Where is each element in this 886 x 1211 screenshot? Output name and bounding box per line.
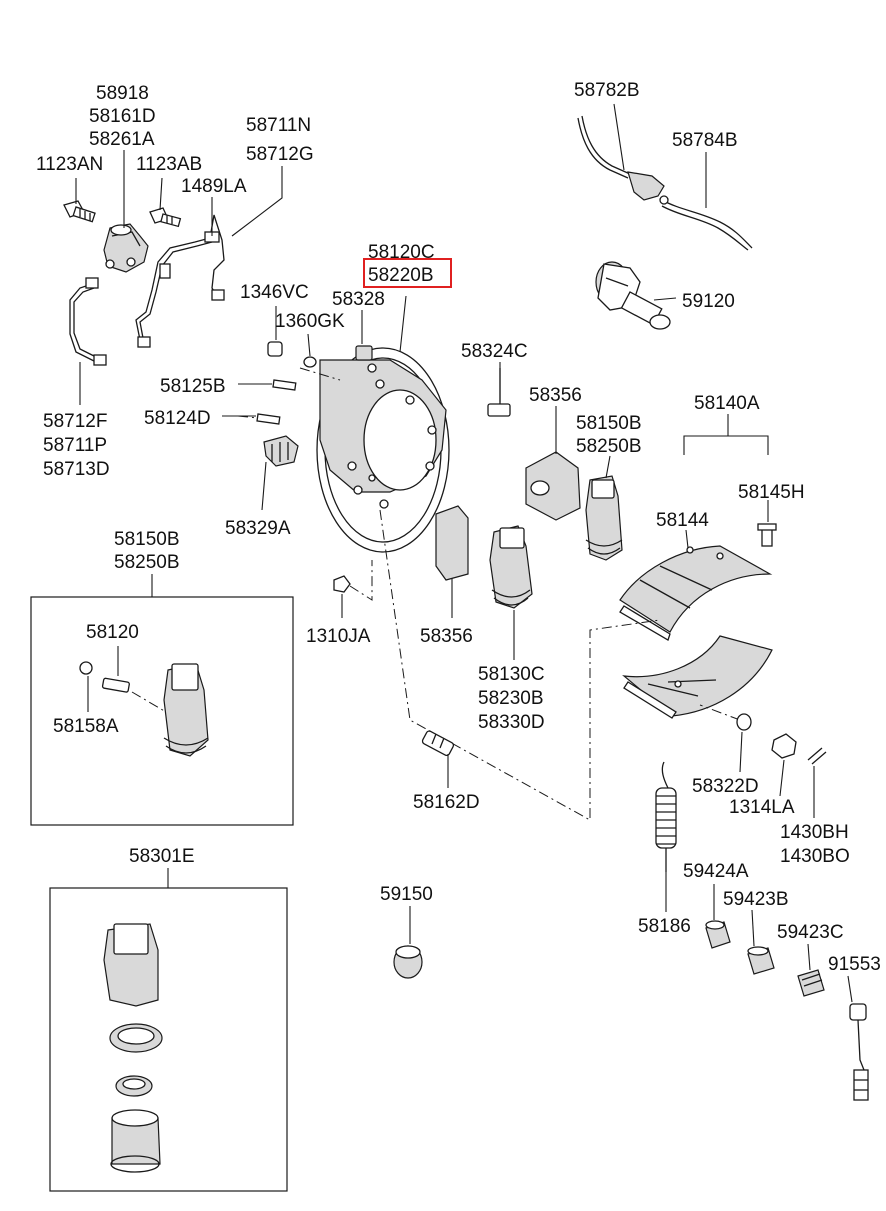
label-59424A[interactable]: 59424A: [683, 861, 749, 882]
bushing-59423C-part[interactable]: [797, 969, 825, 997]
label-58162D[interactable]: 58162D: [413, 792, 480, 813]
return-spring-58186-part[interactable]: [655, 761, 677, 872]
label-1123AN[interactable]: 1123AN: [36, 154, 103, 175]
label-58140A[interactable]: 58140A: [694, 393, 760, 414]
label-58261A[interactable]: 58261A: [89, 129, 155, 150]
bolt-1123AN-part[interactable]: [63, 200, 96, 223]
label-58301E[interactable]: 58301E: [129, 846, 195, 867]
label-1346VC[interactable]: 1346VC: [240, 282, 309, 303]
label-58356-upper[interactable]: 58356: [529, 385, 582, 406]
brake-tube-58711N[interactable]: [135, 214, 225, 341]
actuator-kit-58301E-part[interactable]: [103, 923, 163, 1173]
wedge-actuator-58150B-upper-part[interactable]: [585, 475, 623, 561]
label-58150B-box[interactable]: 58150B: [114, 529, 180, 550]
label-58784B[interactable]: 58784B: [672, 130, 738, 151]
bushing-59423B-part[interactable]: [747, 946, 775, 975]
adjuster-58162D-part[interactable]: [421, 730, 455, 757]
label-58330D[interactable]: 58330D: [478, 712, 545, 733]
label-58712G[interactable]: 58712G: [246, 144, 314, 165]
label-1430BO[interactable]: 1430BO: [780, 846, 850, 867]
bolt-58124D-part[interactable]: [256, 413, 281, 425]
washer-58322D-part[interactable]: [736, 713, 752, 731]
label-58145H[interactable]: 58145H: [738, 482, 805, 503]
spring-clip-58329A-part[interactable]: [263, 435, 299, 467]
brake-chamber-59120-part[interactable]: [595, 261, 671, 330]
cable-assembly[interactable]: [577, 115, 753, 251]
brake-tube-assembly: [63, 200, 225, 366]
label-1430BH[interactable]: 1430BH: [780, 822, 849, 843]
label-58713D[interactable]: 58713D: [43, 459, 110, 480]
wedge-actuator-58130C-part[interactable]: [489, 525, 533, 609]
label-58712F[interactable]: 58712F: [43, 411, 107, 432]
highlight-58220B: [363, 258, 452, 288]
label-58125B[interactable]: 58125B: [160, 376, 226, 397]
sensor-91553-part[interactable]: [849, 1003, 869, 1101]
label-58150B-upper[interactable]: 58150B: [576, 413, 642, 434]
detail-box-58150B: [30, 574, 294, 826]
plug-58158A-part[interactable]: [79, 661, 93, 675]
brake-shoe-58144-lower-part[interactable]: [622, 635, 773, 719]
label-1310JA[interactable]: 1310JA: [306, 626, 371, 647]
nut-1346VC-part[interactable]: [267, 341, 283, 357]
label-58711N[interactable]: 58711N: [246, 115, 311, 136]
dust-cover-58356-lower-part[interactable]: [435, 505, 469, 581]
label-58918[interactable]: 58918: [96, 83, 149, 104]
label-59423C[interactable]: 59423C: [777, 922, 844, 943]
bolt-58125B-part[interactable]: [272, 379, 297, 391]
label-59120[interactable]: 59120: [682, 291, 735, 312]
seal-59150-part[interactable]: [393, 945, 423, 979]
label-1123AB[interactable]: 1123AB: [136, 154, 202, 175]
label-58250B-box[interactable]: 58250B: [114, 552, 180, 573]
pin-58120-part[interactable]: [101, 677, 130, 693]
label-58322D[interactable]: 58322D: [692, 776, 759, 797]
brake-shoe-58144-upper-part[interactable]: [619, 545, 773, 641]
label-58324C[interactable]: 58324C: [461, 341, 528, 362]
part-labels: 58918 58161D 58261A 1123AN 1123AB 58711N…: [36, 80, 881, 975]
label-59423B[interactable]: 59423B: [723, 889, 789, 910]
label-58186[interactable]: 58186: [638, 916, 691, 937]
label-58230B[interactable]: 58230B: [478, 688, 544, 709]
pin-1430BH-part[interactable]: [807, 747, 827, 765]
label-1360GK[interactable]: 1360GK: [275, 311, 345, 332]
nut-1310JA-part[interactable]: [333, 575, 351, 593]
brake-tube-58712F[interactable]: [69, 283, 101, 365]
label-1489LA[interactable]: 1489LA: [181, 176, 247, 197]
label-58329A[interactable]: 58329A: [225, 518, 291, 539]
label-58328[interactable]: 58328: [332, 289, 385, 310]
label-91553[interactable]: 91553: [828, 954, 881, 975]
label-59150[interactable]: 59150: [380, 884, 433, 905]
label-58161D[interactable]: 58161D: [89, 106, 156, 127]
dust-cover-58356-upper-part[interactable]: [525, 451, 581, 521]
label-58711P[interactable]: 58711P: [43, 435, 107, 456]
label-58782B[interactable]: 58782B: [574, 80, 640, 101]
label-1314LA[interactable]: 1314LA: [729, 797, 795, 818]
label-58130C[interactable]: 58130C: [478, 664, 545, 685]
label-58124D[interactable]: 58124D: [144, 408, 211, 429]
bolt-1123AB-part[interactable]: [149, 207, 182, 228]
label-58250B-upper[interactable]: 58250B: [576, 436, 642, 457]
detail-box-58301E: [49, 868, 288, 1192]
wedge-actuator-58150B-lower-part[interactable]: [163, 663, 209, 757]
junction-block-58918-part[interactable]: [103, 223, 149, 273]
nut-1314LA-part[interactable]: [771, 733, 797, 759]
backing-plate-58120C-part[interactable]: [316, 347, 450, 553]
label-58220B[interactable]: 58220B: [368, 265, 434, 286]
label-58120C[interactable]: 58120C: [368, 242, 435, 263]
bolt-58145H-part[interactable]: [757, 523, 777, 547]
bushing-59424A-part[interactable]: [705, 920, 731, 949]
washer-1360GK-part[interactable]: [303, 356, 317, 368]
label-58356-lower[interactable]: 58356: [420, 626, 473, 647]
label-58120[interactable]: 58120: [86, 622, 139, 643]
bolt-58324C-part[interactable]: [487, 368, 511, 417]
label-58144[interactable]: 58144: [656, 510, 709, 531]
label-58158A[interactable]: 58158A: [53, 716, 119, 737]
clip-58328-part[interactable]: [355, 345, 373, 361]
